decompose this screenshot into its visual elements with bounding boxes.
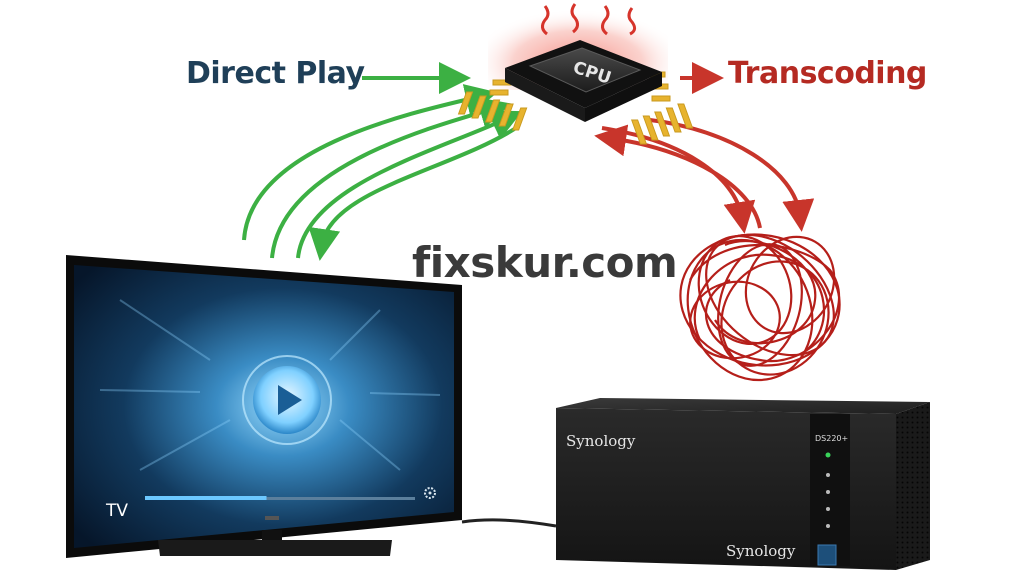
play-icon: [242, 355, 332, 445]
settings-gear-icon: [424, 487, 436, 499]
nas-brand-top: Synology: [566, 432, 636, 450]
direct-play-label: Direct Play: [186, 56, 365, 91]
transcoding-label: Transcoding: [728, 56, 927, 91]
tv-label: TV: [105, 501, 128, 521]
transcoding-flow-arrows: [594, 118, 815, 234]
watermark-text: fixskur.com: [412, 238, 678, 287]
tangled-wires: [679, 233, 841, 382]
direct-play-flow-arrows: [242, 84, 523, 261]
playback-track: [145, 497, 415, 500]
network-cable: [461, 518, 557, 528]
nas-model: DS220+: [815, 434, 848, 443]
playback-progress: [145, 496, 267, 500]
nas-brand-bottom: Synology: [726, 542, 796, 560]
led-indicator-icon: [825, 452, 831, 528]
nas-device: [556, 398, 930, 570]
cpu-chip-icon: [457, 40, 694, 145]
